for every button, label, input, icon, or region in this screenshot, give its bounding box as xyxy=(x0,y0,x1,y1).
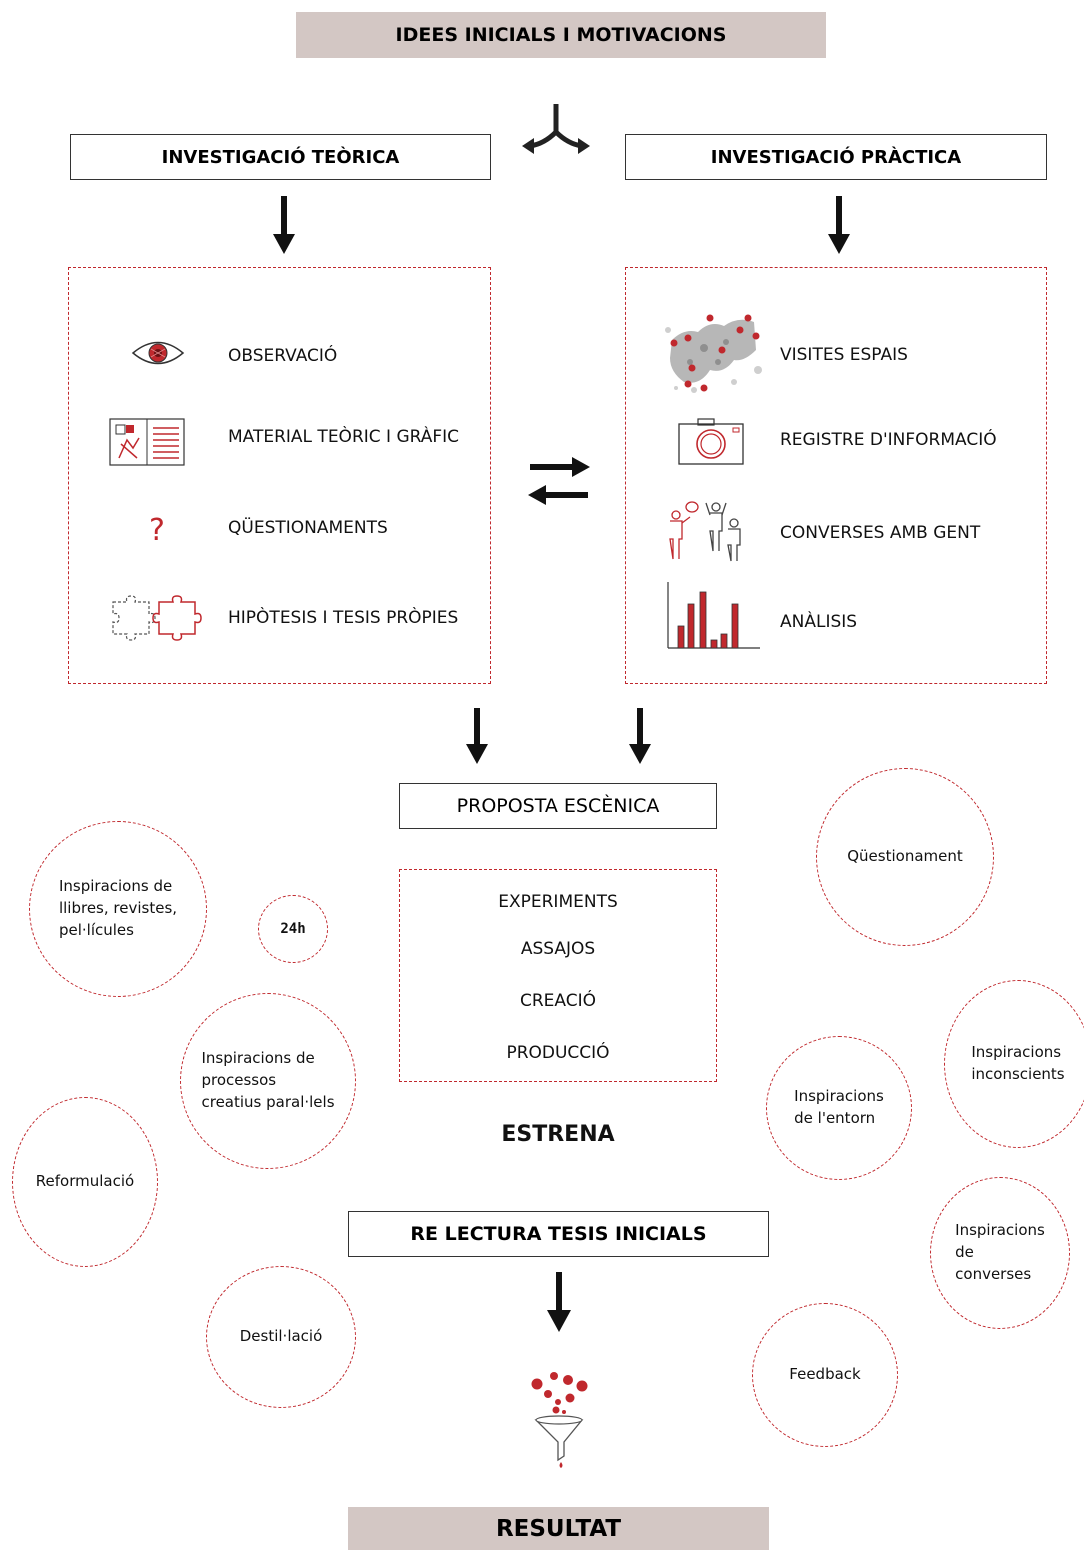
down-arrow-icon xyxy=(629,708,651,764)
practice-title-box: INVESTIGACIÓ PRÀCTICA xyxy=(625,134,1047,180)
bubble-environment: Inspiracions de l'entorn xyxy=(766,1036,912,1180)
down-arrow-icon xyxy=(547,1272,571,1332)
bubble-line: Inspiracions xyxy=(955,1221,1045,1240)
theory-item-label: MATERIAL TEÒRIC I GRÀFIC xyxy=(228,427,460,447)
bubble-questioning-label: Qüestionament xyxy=(847,847,963,866)
proposal-title-box: PROPOSTA ESCÈNICA xyxy=(399,783,717,829)
bubble-unconscious: Inspiracions inconscients xyxy=(944,980,1084,1148)
bubble-line: converses xyxy=(955,1264,1032,1283)
theory-title: INVESTIGACIÓ TEÒRICA xyxy=(161,146,400,168)
header-banner: IDEES INICIALS I MOTIVACIONS xyxy=(296,12,826,58)
bubble-reformulation-label: Reformulació xyxy=(35,1172,135,1191)
bubble-line: de l'entorn xyxy=(794,1109,876,1127)
proposal-step: PRODUCCIÓ xyxy=(506,1043,610,1063)
question-icon: ? xyxy=(149,513,165,548)
bubble-line: processos xyxy=(201,1071,277,1090)
exchange-arrows-icon xyxy=(528,457,590,505)
rereading-box: RE LECTURA TESIS INICIALS xyxy=(348,1211,769,1257)
bubble-24h: 24h xyxy=(258,895,328,963)
bubble-distillation: Destil·lació xyxy=(206,1266,356,1408)
theory-item-label: HIPÒTESIS I TESIS PRÒPIES xyxy=(228,608,459,628)
result-title: RESULTAT xyxy=(495,1515,622,1542)
bubble-line: pel·lícules xyxy=(58,920,134,939)
theory-title-box: INVESTIGACIÓ TEÒRICA xyxy=(70,134,491,180)
people-icon xyxy=(669,501,741,562)
bar-chart-icon xyxy=(667,582,760,649)
practice-item-label: VISITES ESPAIS xyxy=(780,345,908,365)
bubble-reformulation: Reformulació xyxy=(12,1097,158,1267)
bubble-line: de xyxy=(955,1243,974,1262)
practice-methods-box xyxy=(625,267,1047,684)
theory-item-label: QÜESTIONAMENTS xyxy=(228,518,388,538)
map-icon xyxy=(665,314,762,393)
bubble-line: Inspiracions xyxy=(971,1043,1062,1062)
practice-item-label: CONVERSES AMB GENT xyxy=(780,523,981,543)
theory-methods-box xyxy=(68,267,491,684)
eye-icon xyxy=(131,341,185,365)
document-icon xyxy=(109,418,185,466)
practice-item-label: REGISTRE D'INFORMACIÓ xyxy=(780,430,997,450)
bubble-distillation-label: Destil·lació xyxy=(239,1327,323,1346)
bubble-line: llibres, revistes, xyxy=(58,899,178,918)
down-arrow-icon xyxy=(828,196,850,254)
result-banner: RESULTAT xyxy=(348,1507,769,1550)
funnel-icon xyxy=(531,1372,588,1468)
bubble-line: Inspiracions de xyxy=(58,877,173,896)
bubble-line: Inspiracions xyxy=(794,1087,884,1106)
bubble-feedback: Feedback xyxy=(752,1303,898,1447)
bubble-feedback-label: Feedback xyxy=(789,1365,861,1384)
puzzle-icon xyxy=(112,595,202,641)
split-arrow-icon xyxy=(522,104,590,154)
camera-icon xyxy=(678,418,744,465)
practice-title: INVESTIGACIÓ PRÀCTICA xyxy=(710,146,962,168)
down-arrow-icon xyxy=(466,708,488,764)
proposal-step: CREACIÓ xyxy=(519,991,597,1011)
proposal-title: PROPOSTA ESCÈNICA xyxy=(456,795,660,817)
bubble-line: inconscients xyxy=(971,1065,1065,1083)
down-arrow-icon xyxy=(273,196,295,254)
bubble-line: Inspiracions de xyxy=(201,1049,315,1068)
header-title: IDEES INICIALS I MOTIVACIONS xyxy=(395,24,727,46)
bubble-24h-label: 24h xyxy=(280,920,306,937)
bubble-questioning: Qüestionament xyxy=(816,768,994,946)
proposal-steps-box: EXPERIMENTS ASSAJOS CREACIÓ PRODUCCIÓ xyxy=(399,869,717,1082)
rereading-title: RE LECTURA TESIS INICIALS xyxy=(410,1223,707,1245)
practice-item-label: ANÀLISIS xyxy=(780,612,858,632)
premiere-label: ESTRENA xyxy=(501,1122,615,1147)
proposal-step: EXPERIMENTS xyxy=(498,892,618,912)
bubble-books: Inspiracions de llibres, revistes, pel·l… xyxy=(29,821,207,997)
bubble-conversations: Inspiracions de converses xyxy=(930,1177,1070,1329)
svg-text:?: ? xyxy=(149,513,165,548)
bubble-processes: Inspiracions de processos creatius paral… xyxy=(180,993,356,1169)
proposal-step: ASSAJOS xyxy=(520,939,596,959)
theory-item-label: OBSERVACIÓ xyxy=(228,346,338,366)
bubble-line: creatius paral·lels xyxy=(201,1092,335,1111)
